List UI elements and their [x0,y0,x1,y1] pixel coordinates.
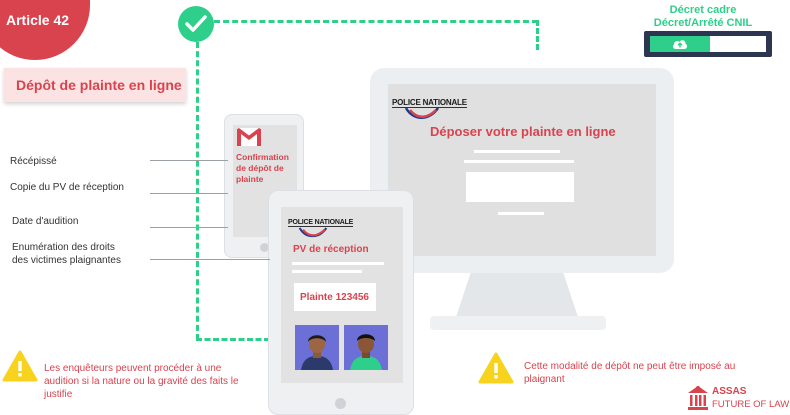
decret-line-1: Décret cadre [669,4,737,16]
avatar [295,325,339,370]
article-badge [0,0,90,60]
warning-icon [2,350,38,382]
brand-name: ASSAS [712,386,747,397]
page-title: Dépôt de plainte en ligne [16,77,182,93]
phone-home-button [260,243,269,252]
warning-text-right: Cette modalité de dépôt ne peut être imp… [524,361,736,385]
form-line [292,270,362,273]
toggle-white-part [710,36,766,52]
connector-line [150,259,270,260]
label-date-audition: Date d'audition [12,216,79,227]
monitor-base [430,316,606,330]
title-box: Dépôt de plainte en ligne [4,68,186,102]
toggle-green-part [650,36,710,52]
courthouse-icon [688,386,708,410]
decret-text: Décret cadre Décret/Arrêté CNIL [640,4,766,30]
police-swoosh-icon [404,107,440,119]
label-copie-pv: Copie du PV de réception [10,182,124,193]
assas-logo: ASSAS FUTURE OF LAW [684,384,790,414]
upload-toggle [644,31,772,57]
form-field [466,172,574,202]
police-logo-monitor: POLICE NATIONALE [392,98,467,108]
pv-reception-text: PV de réception [293,244,369,255]
upload-cloud-icon [672,40,688,49]
warning-icon [478,352,514,384]
monitor-heading: Déposer votre plainte en ligne [430,124,616,139]
label-enumeration-line-2: des victimes plaignantes [12,255,121,266]
decret-line-2: Décret/Arrêté CNIL [653,17,753,29]
police-swoosh-icon [298,227,328,238]
monitor-stand [456,273,578,317]
dashed-path-right [536,20,539,50]
form-line [292,262,384,265]
connector-line [150,160,228,161]
label-recepisse: Récépissé [10,156,57,167]
label-enumeration-line-1: Enumération des droits [12,242,115,253]
tablet-home-button [335,398,346,409]
gmail-icon [237,128,261,146]
dashed-path-left [196,42,199,340]
plainte-box [294,283,376,311]
brand-tagline: FUTURE OF LAW [712,399,790,410]
police-logo-tablet: POLICE NATIONALE [288,219,354,227]
connector-line [150,193,228,194]
article-label: Article 42 [6,12,70,28]
dashed-path-bottom [196,338,270,341]
check-icon [178,6,214,42]
plainte-number: Plainte 123456 [300,292,369,303]
form-line [498,212,544,215]
connector-line [150,227,228,228]
form-line [474,150,560,153]
confirmation-text: Confirmation de dépôt de plainte [236,152,289,184]
warning-text-left: Les enquêteurs peuvent procéder à une au… [44,363,239,400]
avatar [344,325,388,370]
dashed-path-top [214,20,538,23]
form-line [464,160,574,163]
